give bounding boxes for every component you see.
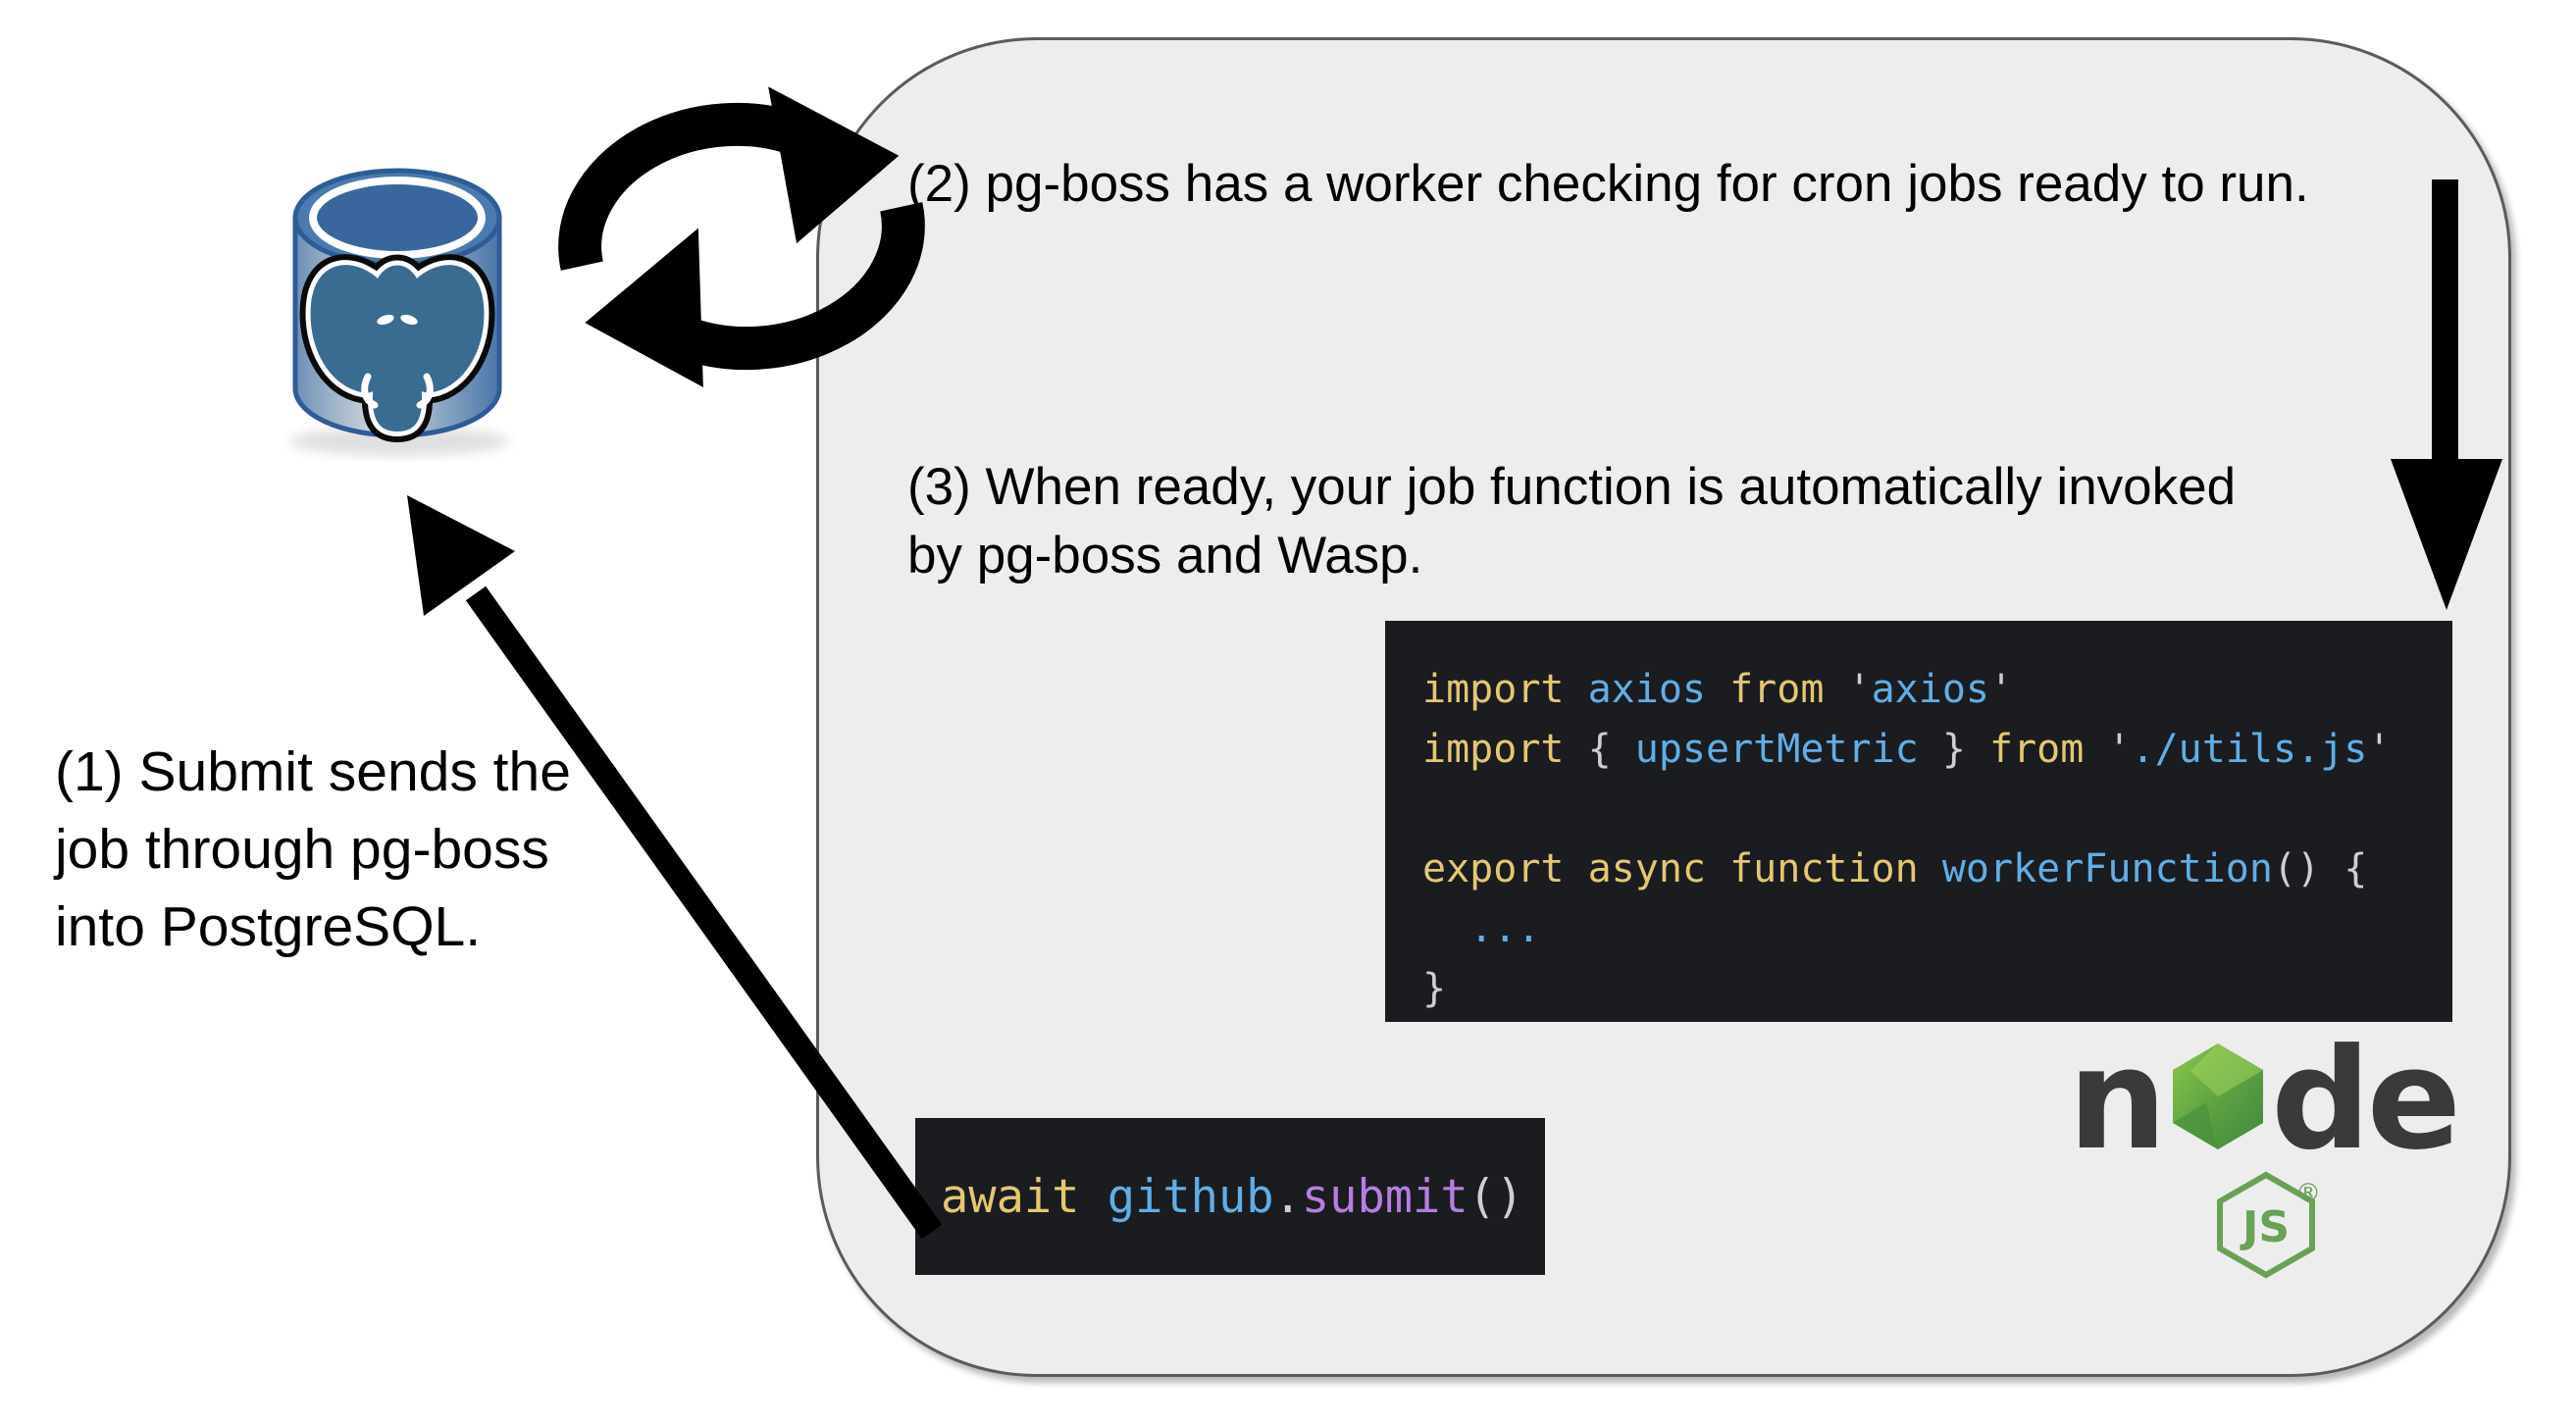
code-token: () [1468,1169,1524,1224]
code-token: ' [1847,667,1872,712]
code-token: github [1107,1169,1274,1224]
code-token: ' [2107,727,2132,772]
code-token: . [1273,1169,1302,1224]
code-token: axios [1871,667,1990,712]
step1-line2: job through pg-boss [55,818,549,881]
code-token: ' [2367,727,2392,772]
code-line: import axios from 'axios' [1422,660,2452,720]
code-token: } [1422,966,1447,1011]
code-line: ... [1422,899,2452,959]
code-token: axios [1587,667,1730,712]
js-badge-text: JS [2240,1202,2290,1252]
nodejs-js-hexagon-icon: JS [2207,1171,2325,1279]
code-line: export async function workerFunction() { [1422,839,2452,899]
code-line: import { upsertMetric } from './utils.js… [1422,720,2452,780]
nodejs-wordmark: n d e [2068,1019,2461,1181]
step1-line3: into PostgreSQL. [55,895,482,958]
code-token: () { [2272,846,2368,891]
step3-line2: by pg-boss and Wasp. [907,527,1423,585]
step3-line1: (3) When ready, your job function is aut… [907,458,2237,516]
code-token: { [1587,727,1635,772]
code-line: } [1422,959,2452,1019]
code-token: workerFunction [1941,846,2273,891]
nodejs-logo: n d e [2068,1019,2461,1306]
postgresql-icon [278,153,521,461]
code-line-blank [1422,780,2452,839]
code-token: ./utils.js [2131,727,2368,772]
node-hexagon-icon [2169,1042,2267,1151]
registered-mark: ® [2295,1179,2321,1208]
submit-code-block: await github.submit() [915,1118,1545,1275]
code-token: from [1989,727,2108,772]
elephant-tusks [361,373,434,409]
elephant-eyes [377,314,418,326]
code-token: import [1422,727,1588,772]
cron-cycle-icon [545,75,938,398]
node-letter-n: n [2068,1019,2167,1181]
code-token: from [1729,667,1848,712]
worker-code-block: import axios from 'axios' import { upser… [1385,621,2452,1022]
code-token: ' [1989,667,2014,712]
code-line: await github.submit() [941,1170,1523,1224]
elephant-head [299,254,495,442]
code-token: await [941,1169,1108,1224]
node-letter-e: e [2366,1019,2461,1181]
cylinder-top-rim [309,177,486,259]
code-token: import [1422,667,1588,712]
code-token: upsertMetric [1634,727,1942,772]
code-token: export async function [1422,846,1942,891]
step1-label: (1) Submit sends the job through pg-boss… [55,734,571,966]
step2-label: (2) pg-boss has a worker checking for cr… [907,155,2309,213]
code-token: } [1941,727,1989,772]
node-letter-d: d [2271,1019,2371,1181]
step3-label: (3) When ready, your job function is aut… [907,453,2236,590]
code-token: ... [1422,906,1541,951]
code-token: submit [1301,1169,1468,1224]
step1-line1: (1) Submit sends the [55,740,571,803]
